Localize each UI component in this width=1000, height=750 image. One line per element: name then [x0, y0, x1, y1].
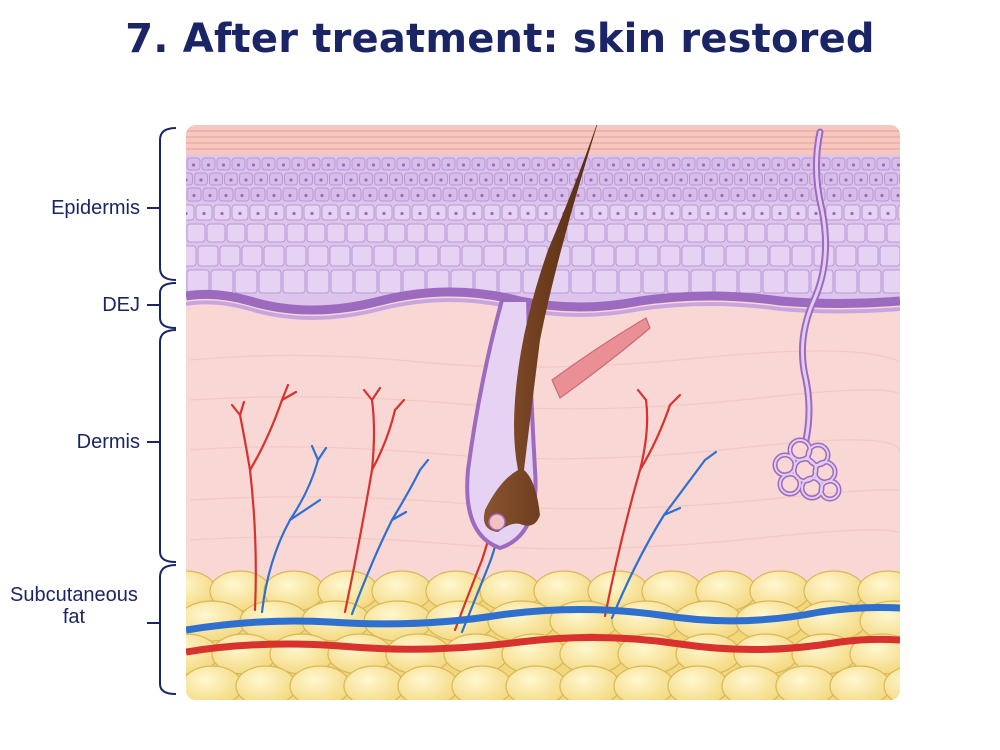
- keratinocyte-cells: [186, 157, 900, 294]
- hair-shaft: [483, 125, 612, 532]
- vein: [186, 604, 900, 634]
- dermal-papilla: [488, 513, 506, 531]
- artery: [186, 633, 900, 656]
- stratum-corneum: [186, 125, 900, 155]
- diagram-title: 7. After treatment: skin restored: [125, 16, 875, 62]
- label-epidermis: Epidermis: [51, 197, 140, 219]
- arrector-pili-muscle: [551, 317, 651, 399]
- epidermis-layer: [186, 150, 900, 309]
- layer-brackets: [147, 127, 177, 695]
- label-dej: DEJ: [102, 294, 140, 316]
- label-dermis: Dermis: [76, 431, 140, 453]
- dermis-fibers: [189, 350, 900, 550]
- label-subcutaneous-fat: Subcutaneous fat: [10, 584, 138, 628]
- sweat-gland: [772, 128, 842, 502]
